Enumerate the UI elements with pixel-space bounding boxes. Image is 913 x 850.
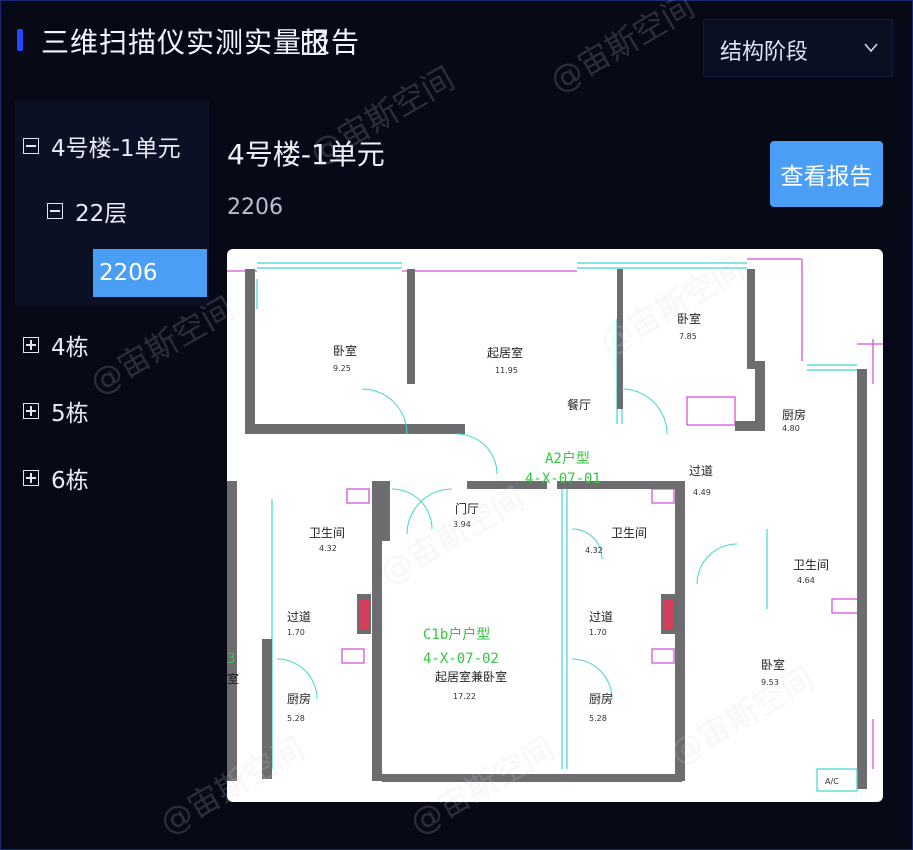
- room-area: 4.32: [585, 546, 603, 555]
- edge-fragment: 室: [227, 671, 239, 686]
- ac-unit-box: [816, 768, 858, 792]
- watermark: @宙斯空间: [543, 0, 701, 101]
- tree-node-building-4-unit-1[interactable]: 4号楼-1单元: [23, 129, 181, 163]
- room-area: 4.32: [319, 544, 337, 553]
- tree-node-label: 4号楼-1单元: [51, 136, 181, 162]
- expand-icon[interactable]: [23, 470, 39, 486]
- room-area: 1.70: [589, 628, 607, 637]
- tree-node-label: 5栋: [51, 401, 89, 427]
- room-area: 4.80: [782, 424, 800, 433]
- collapse-icon[interactable]: [23, 138, 39, 154]
- room-area: 11.95: [495, 366, 518, 375]
- room-label: 过道: [689, 464, 713, 478]
- room-label: 卫生间: [309, 526, 345, 540]
- room-area: 9.25: [333, 364, 351, 373]
- tree-node-building-5[interactable]: 5栋: [23, 394, 89, 428]
- unit-type-code: 4-X-07-01: [525, 471, 601, 487]
- room-label: 餐厅: [567, 397, 591, 412]
- room-label: 卫生间: [611, 526, 647, 540]
- room-area: 5.28: [589, 714, 607, 723]
- unit-title: 4号楼-1单元: [227, 138, 385, 171]
- expand-icon[interactable]: [23, 337, 39, 353]
- room-area: 9.53: [761, 678, 779, 687]
- room-label: 起居室兼卧室: [435, 669, 507, 684]
- room-label: 过道: [589, 610, 613, 624]
- room-area: 4.64: [797, 576, 815, 585]
- room-area: 1.70: [287, 628, 305, 637]
- collapse-icon[interactable]: [47, 203, 63, 219]
- unit-type-code: 4-X-07-02: [423, 651, 499, 667]
- room-area: 3.94: [453, 520, 471, 529]
- title-marker: [17, 29, 23, 51]
- expand-icon[interactable]: [23, 403, 39, 419]
- room-area: 4.49: [693, 488, 711, 497]
- floor-plan-image: 卧室 9.25 起居室 11.95 卧室 7.85 餐厅 厨房 4.80 过道 …: [227, 249, 883, 802]
- room-label: 厨房: [589, 691, 613, 706]
- tree-node-room-2206[interactable]: 2206: [93, 249, 207, 297]
- tree-node-label: 6栋: [51, 468, 89, 494]
- room-area: 7.85: [679, 332, 697, 341]
- ac-label: A/C: [825, 777, 839, 786]
- room-label: 门厅: [455, 501, 479, 516]
- room-label: 过道: [287, 610, 311, 624]
- tree-node-label: 4栋: [51, 335, 89, 361]
- room-area: 17.22: [453, 692, 476, 701]
- unit-type-label: C1b户户型: [423, 626, 490, 643]
- room-label: 起居室: [487, 345, 523, 360]
- room-number: 2206: [227, 195, 283, 220]
- tree-node-floor-22[interactable]: 22层: [47, 194, 127, 228]
- stage-select[interactable]: 结构阶段: [703, 19, 893, 77]
- view-report-button[interactable]: 查看报告: [770, 141, 883, 207]
- room-label: 卧室: [761, 657, 785, 672]
- room-label: 卧室: [333, 343, 357, 358]
- tree-node-building-4[interactable]: 4栋: [23, 328, 89, 362]
- edge-fragment: 3: [227, 651, 235, 667]
- room-label: 卫生间: [793, 558, 829, 572]
- room-label: 厨房: [782, 407, 806, 422]
- stage-select-value: 结构阶段: [720, 40, 809, 65]
- floor-plan-drawing: 卧室 9.25 起居室 11.95 卧室 7.85 餐厅 厨房 4.80 过道 …: [227, 258, 883, 792]
- room-label: 厨房: [287, 691, 311, 706]
- tree-node-building-6[interactable]: 6栋: [23, 461, 89, 495]
- unit-type-label: A2户型: [545, 450, 590, 467]
- room-area: 5.28: [287, 714, 305, 723]
- share-icon[interactable]: [301, 29, 329, 57]
- room-label: 卧室: [677, 311, 701, 326]
- tree-node-label: 22层: [75, 201, 128, 227]
- chevron-down-icon: [864, 43, 878, 53]
